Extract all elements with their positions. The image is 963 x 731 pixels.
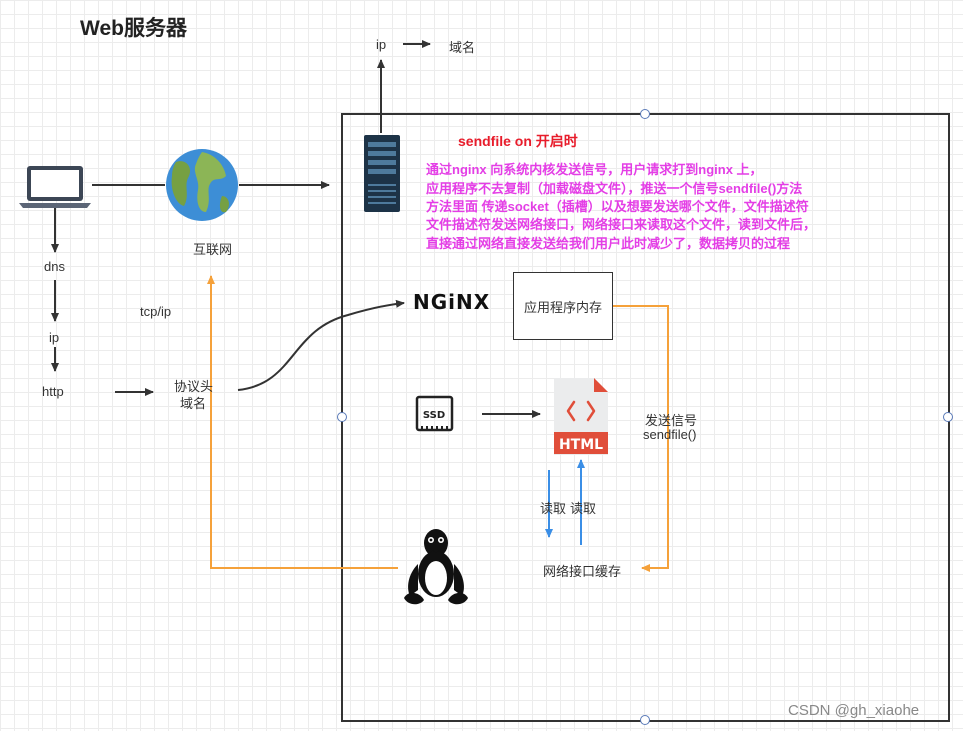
kernel-to-internet-arrow <box>207 275 398 569</box>
selection-handle-bottom[interactable] <box>640 715 650 725</box>
domain-name-label-left: 域名 <box>180 396 207 411</box>
selection-handle-top[interactable] <box>640 109 650 119</box>
protocol-header-label: 协议头 <box>174 379 214 394</box>
app-memory-box: 应用程序内存 <box>513 272 613 340</box>
note-line-3: 方法里面 传递socket（插槽）以及想要发送哪个文件，文件描述符 <box>426 199 809 214</box>
sendfile-signal-arrow <box>613 305 669 572</box>
app-memory-label: 应用程序内存 <box>523 299 602 315</box>
header-to-nginx-curve <box>237 299 405 391</box>
http-label: http <box>42 384 64 399</box>
nginx-logo: NGiNX <box>413 290 491 314</box>
ip-label-top: ip <box>376 37 387 52</box>
note-line-2: 应用程序不去复制（加载磁盘文件），推送一个信号sendfile()方法 <box>426 181 803 196</box>
html-label: HTML <box>559 437 603 453</box>
note-line-5: 直接通过网络直接发送给我们用户此时减少了，数据拷贝的过程 <box>426 236 791 251</box>
server-icon <box>364 135 400 212</box>
sendfile-call-label: sendfile() <box>643 427 697 442</box>
ssd-label: SSD <box>423 410 445 421</box>
watermark: CSDN @gh_xiaohe <box>788 702 920 719</box>
internet-label: 互联网 <box>193 242 233 257</box>
read-label-2: 读取 <box>570 501 597 516</box>
linux-penguin-icon <box>404 529 468 605</box>
selection-handle-right[interactable] <box>943 412 953 422</box>
ip-label-left: ip <box>49 330 60 345</box>
html-file-icon: HTML <box>554 378 608 455</box>
tcpip-label: tcp/ip <box>140 304 172 319</box>
laptop-icon <box>19 166 91 208</box>
note-line-1: 通过nginx 向系统内核发送信号，用户请求打到nginx 上， <box>426 162 763 177</box>
read-label-1: 读取 <box>540 501 567 516</box>
note-heading: sendfile on 开启时 <box>458 133 578 149</box>
page-title: Web服务器 <box>80 17 187 40</box>
dns-label: dns <box>44 259 65 274</box>
domain-name-label-top: 域名 <box>449 40 476 55</box>
note-line-4: 文件描述符发送网络接口，网络接口来读取这个文件，读到文件后， <box>426 217 817 232</box>
globe-icon <box>166 149 238 221</box>
selection-handle-left[interactable] <box>337 412 347 422</box>
network-cache-label: 网络接口缓存 <box>543 564 622 579</box>
ssd-icon: SSD <box>415 395 454 432</box>
send-signal-label: 发送信号 <box>645 413 698 428</box>
